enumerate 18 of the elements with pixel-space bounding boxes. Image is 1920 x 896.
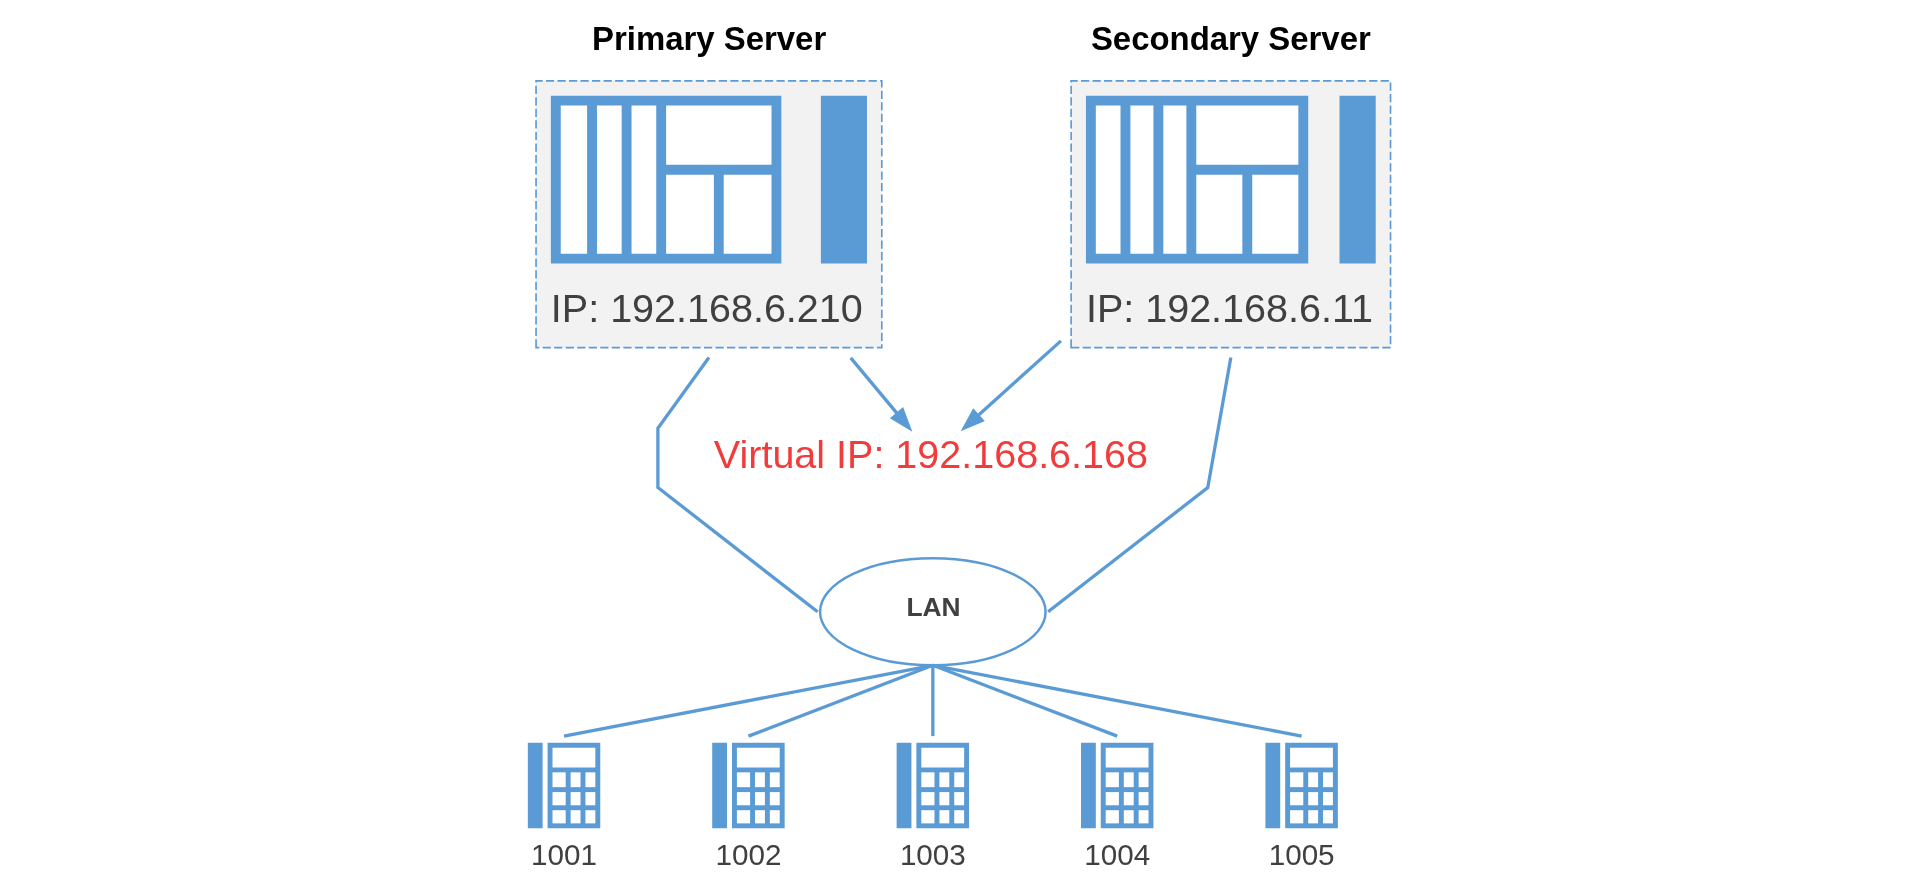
- node-ellipse: LAN: [818, 557, 1047, 667]
- node-text: Virtual IP: 192.168.6.168: [713, 432, 1148, 477]
- arrow: [960, 339, 1063, 432]
- connector: [932, 663, 1302, 738]
- connector: [747, 663, 934, 738]
- arrow: [849, 356, 913, 432]
- connector: [931, 665, 935, 737]
- connector: [563, 663, 934, 738]
- node-label: 1003: [899, 838, 966, 872]
- node-label: 1005: [1268, 838, 1335, 872]
- node-label: 1001: [531, 838, 598, 872]
- node-label: Primary Server: [592, 19, 827, 57]
- connector: [1047, 357, 1233, 614]
- node-label: 1002: [715, 838, 782, 872]
- connector: [932, 663, 1118, 738]
- node-label: 1004: [1084, 838, 1151, 872]
- connector: [656, 356, 819, 614]
- node-label: Secondary Server: [1090, 19, 1371, 57]
